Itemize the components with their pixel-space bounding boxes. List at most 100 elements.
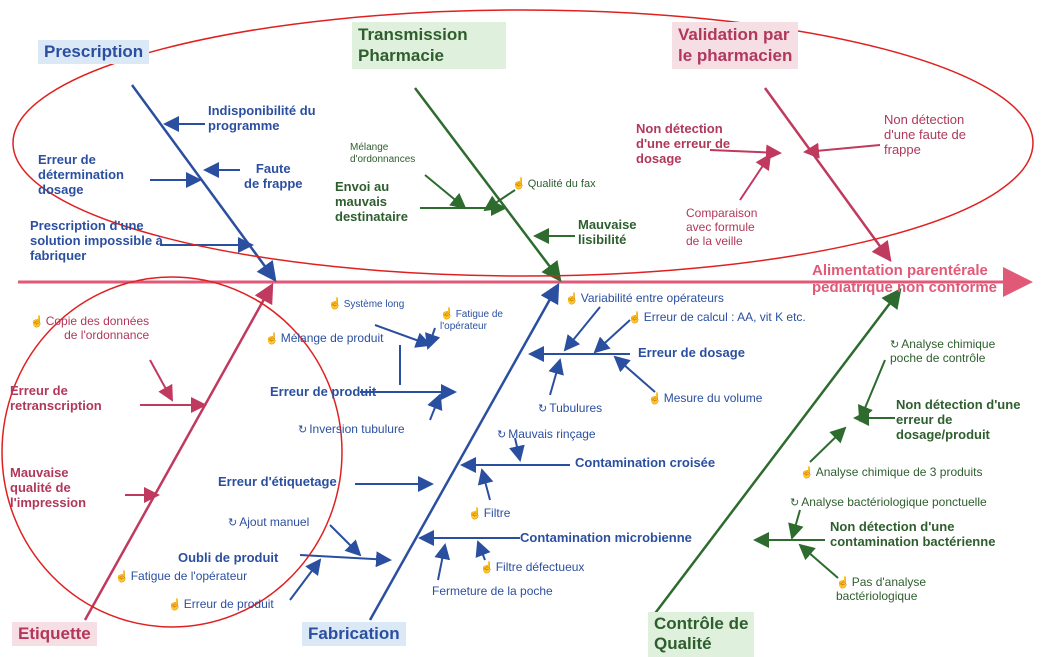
cause-non-detection-dosage-produit: Non détection d'une erreur de dosage/pro…	[896, 397, 1021, 443]
cause-analyse-3-produits-label: Analyse chimique de 3 produits	[815, 465, 983, 479]
cause-melange-ordonnances-l1: Mélange	[350, 142, 389, 153]
cause-pas-analyse-l2: bactériologique	[836, 588, 918, 603]
cause-copie-donnees-l1: Copie des données	[45, 314, 150, 328]
cause-mauvaise-impression-l3: l'impression	[10, 494, 87, 510]
category-transmission: Transmission Pharmacie	[352, 22, 506, 69]
refresh-icon: ↻	[228, 517, 238, 529]
cause-melange-produit-label: Mélange de produit	[280, 331, 384, 345]
cause-analyse-poche: ↻Analyse chimique poche de contrôle	[890, 337, 995, 366]
cause-non-detection-dosage-l2: d'une erreur de	[636, 135, 731, 151]
category-validation-l2: le pharmacien	[678, 46, 793, 66]
cause-melange-ordonnances: Mélange d'ordonnances	[350, 142, 415, 165]
cause-prescription-impossible-l3: fabriquer	[30, 247, 87, 263]
cause-non-detection-bacterienne-l1: Non détection d'une	[830, 519, 955, 534]
hand-icon: ☝	[836, 577, 850, 589]
cause-inversion-tubulure: ↻Inversion tubulure	[298, 422, 405, 437]
cause-qualite-fax: ☝Qualité du fax	[512, 178, 596, 191]
cause-non-detection-bacterienne: Non détection d'une contamination bactér…	[830, 519, 996, 550]
cause-ajout-manuel: ↻Ajout manuel	[228, 515, 310, 530]
cause-indisponibilite-l2: programme	[208, 117, 280, 133]
category-controle: Contrôle de Qualité	[648, 612, 755, 657]
cause-faute-frappe-l1: Faute	[255, 161, 291, 176]
cause-analyse-poche-l2: poche de contrôle	[890, 350, 986, 365]
outcome-line1: Alimentation parentérale	[812, 262, 988, 279]
category-prescription: Prescription	[38, 40, 150, 64]
cause-melange-ordonnances-l2: d'ordonnances	[350, 153, 416, 165]
cause-mauvais-rincage: ↻Mauvais rinçage	[497, 427, 596, 442]
cause-erreur-retranscription-l1: Erreur de	[10, 383, 68, 398]
hand-icon: ☝	[468, 508, 482, 520]
cause-mauvaise-impression-l2: qualité de	[10, 479, 71, 495]
category-controle-l1: Contrôle de	[654, 614, 749, 633]
cause-erreur-determination-l2: détermination	[38, 166, 124, 182]
cause-mauvaise-lisibilite: Mauvaise lisibilité	[578, 217, 637, 248]
cause-mesure-volume: ☝Mesure du volume	[648, 391, 763, 406]
cause-faute-frappe: Faute de frappe	[244, 161, 303, 192]
cause-indisponibilite: Indisponibilité du programme	[208, 103, 316, 134]
cause-comparaison: Comparaison avec formule de la veille	[686, 206, 757, 248]
cause-pas-analyse-l1: Pas d'analyse	[851, 575, 927, 589]
cause-analyse-bacterio-label: Analyse bactériologique ponctuelle	[801, 495, 987, 509]
cause-ajout-manuel-label: Ajout manuel	[239, 515, 310, 529]
cause-systeme-long-label: Système long	[343, 299, 405, 310]
cause-non-detection-dosage-l1: Non détection	[636, 121, 723, 136]
cause-analyse-3-produits: ☝Analyse chimique de 3 produits	[800, 465, 983, 480]
hand-icon: ☝	[648, 393, 662, 405]
cause-non-detection-frappe-l1: Non détection	[884, 112, 965, 127]
cause-non-detection-bacterienne-l2: contamination bactérienne	[830, 533, 996, 549]
hand-icon: ☝	[115, 571, 129, 583]
cause-indisponibilite-l1: Indisponibilité du	[208, 103, 316, 118]
hand-icon: ☝	[168, 599, 182, 611]
bone-fabrication	[368, 282, 560, 621]
cause-mesure-volume-label: Mesure du volume	[663, 391, 763, 405]
cause-erreur-determination-l1: Erreur de	[38, 152, 96, 167]
refresh-icon: ↻	[538, 403, 548, 415]
refresh-icon: ↻	[497, 429, 507, 441]
cause-prescription-impossible-l1: Prescription d'une	[30, 218, 144, 233]
cause-fatigue-operateur-l2: l'opérateur	[440, 320, 487, 332]
cause-fatigue-operateur: ☝Fatigue de l'opérateur	[440, 308, 503, 332]
refresh-icon: ↻	[790, 497, 800, 509]
cause-non-detection-dosage-produit-l2: erreur de	[896, 411, 953, 427]
cause-comparaison-l2: avec formule	[686, 219, 755, 234]
hand-icon: ☝	[440, 308, 454, 320]
cause-non-detection-frappe-l2: d'une faute de	[884, 126, 966, 142]
cause-faute-frappe-l2: de frappe	[244, 175, 303, 191]
cause-erreur-retranscription-l2: retranscription	[10, 397, 102, 413]
cause-mauvaise-lisibilite-l2: lisibilité	[578, 231, 627, 247]
cause-copie-donnees-l2: de l'ordonnance	[64, 327, 150, 342]
category-etiquette: Etiquette	[12, 622, 97, 646]
cause-erreur-etiquetage: Erreur d'étiquetage	[218, 474, 337, 489]
cause-non-detection-dosage-produit-l3: dosage/produit	[896, 426, 990, 442]
hand-icon: ☝	[265, 333, 279, 345]
cause-non-detection-dosage-l3: dosage	[636, 150, 682, 166]
cause-contamination-croisee: Contamination croisée	[575, 455, 716, 470]
cause-variabilite: ☝Variabilité entre opérateurs	[565, 291, 724, 306]
cause-prescription-impossible-l2: solution impossible à	[30, 232, 163, 248]
top-ellipse	[12, 9, 1034, 277]
cause-pas-analyse: ☝Pas d'analyse bactériologique	[836, 575, 927, 604]
cause-oubli-produit: Oubli de produit	[178, 550, 279, 565]
cause-erreur-produit-2-label: Erreur de produit	[183, 597, 274, 611]
bone-transmission	[414, 87, 562, 282]
hand-icon: ☝	[800, 467, 814, 479]
cause-erreur-dosage: Erreur de dosage	[638, 345, 745, 360]
cause-variabilite-label: Variabilité entre opérateurs	[580, 291, 724, 305]
cause-filtre: ☝Filtre	[468, 506, 510, 521]
cause-mauvaise-impression: Mauvaise qualité de l'impression	[10, 465, 87, 511]
hand-icon: ☝	[628, 312, 642, 324]
cause-tubulures-label: Tubulures	[549, 401, 603, 415]
cause-non-detection-dosage-produit-l1: Non détection d'une	[896, 397, 1021, 412]
cause-analyse-bacterio: ↻Analyse bactériologique ponctuelle	[790, 495, 987, 510]
hand-icon: ☝	[328, 298, 342, 310]
refresh-icon: ↻	[298, 424, 308, 436]
cause-fermeture-poche: Fermeture de la poche	[432, 584, 553, 598]
cause-erreur-calcul: ☝Erreur de calcul : AA, vit K etc.	[628, 310, 806, 325]
cause-envoi-destinataire-l3: destinataire	[335, 208, 408, 224]
cause-mauvaise-lisibilite-l1: Mauvaise	[578, 217, 637, 232]
cause-fatigue-operateur-l1: Fatigue de	[455, 309, 503, 320]
cause-non-detection-frappe: Non détection d'une faute de frappe	[884, 112, 966, 158]
cause-qualite-fax-label: Qualité du fax	[527, 178, 596, 190]
